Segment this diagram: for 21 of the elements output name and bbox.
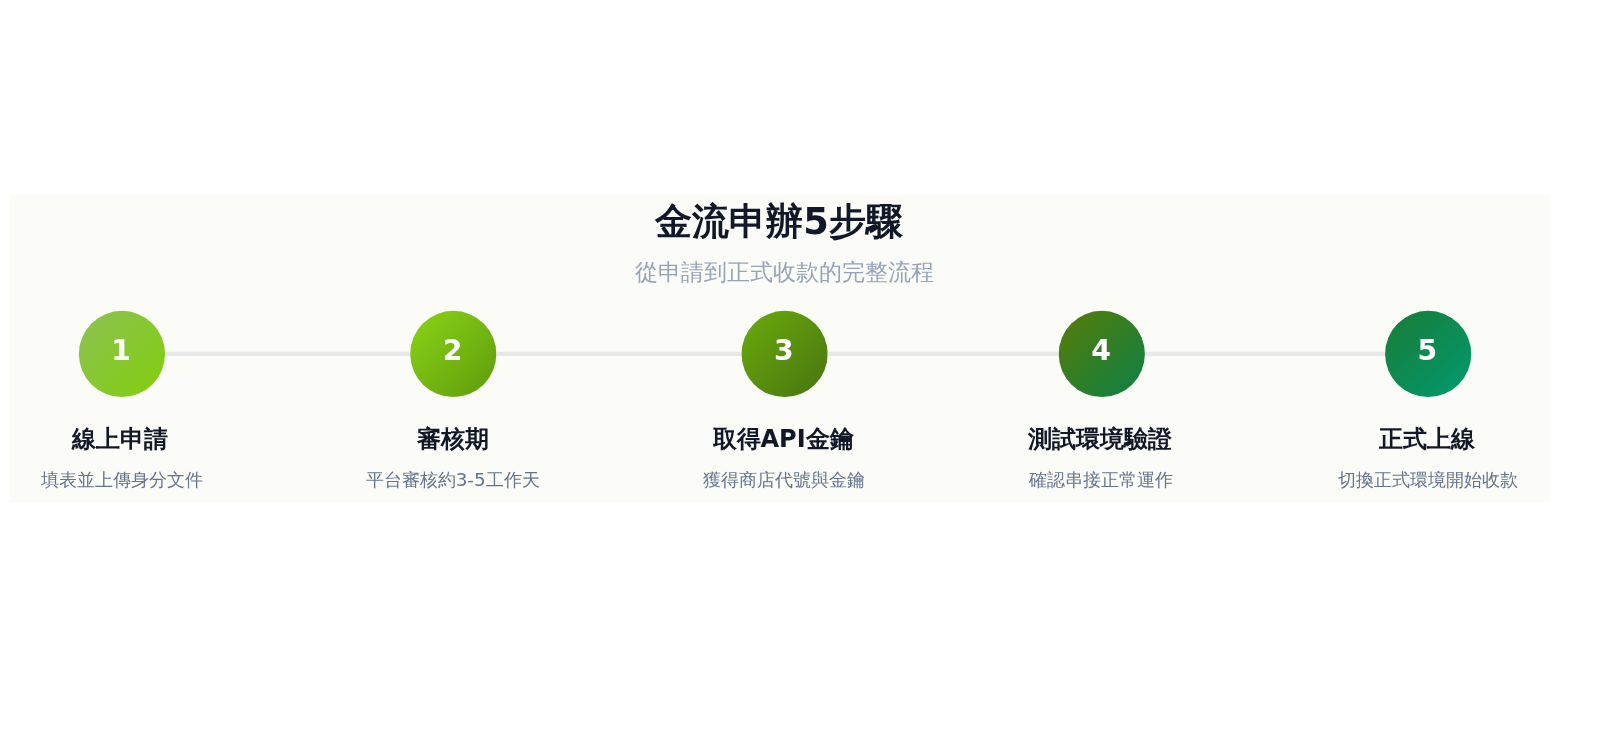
node-circle: 1 xyxy=(78,310,166,398)
node-label: 切換正式環境開始收款 xyxy=(1337,468,1518,490)
node-label: 填表並上傳身分文件 xyxy=(40,468,203,490)
node-label: 取得API金鑰 xyxy=(712,424,854,453)
node-label: 獲得商店代號與金鑰 xyxy=(703,468,866,490)
node-circle: 3 xyxy=(741,310,828,398)
node-label: 測試環境驗證 xyxy=(1028,424,1173,453)
node-label: 審核期 xyxy=(416,424,489,453)
node-circle: 2 xyxy=(410,310,497,398)
node-label: 平台審核約3-5工作天 xyxy=(365,468,540,490)
node-circle: 5 xyxy=(1385,310,1472,398)
connector xyxy=(1145,351,1385,357)
connector xyxy=(165,351,410,357)
connector xyxy=(827,351,1059,357)
node-label: 確認串接正常運作 xyxy=(1029,468,1174,490)
node-circle: 4 xyxy=(1058,310,1145,398)
node-label: 線上申請 xyxy=(72,424,169,453)
connector xyxy=(496,351,742,357)
node-label: 正式上線 xyxy=(1378,424,1475,453)
diagram-title: 金流申辦5步驟 xyxy=(655,200,903,244)
caption: 從申請到正式收款的完整流程 xyxy=(634,258,934,285)
